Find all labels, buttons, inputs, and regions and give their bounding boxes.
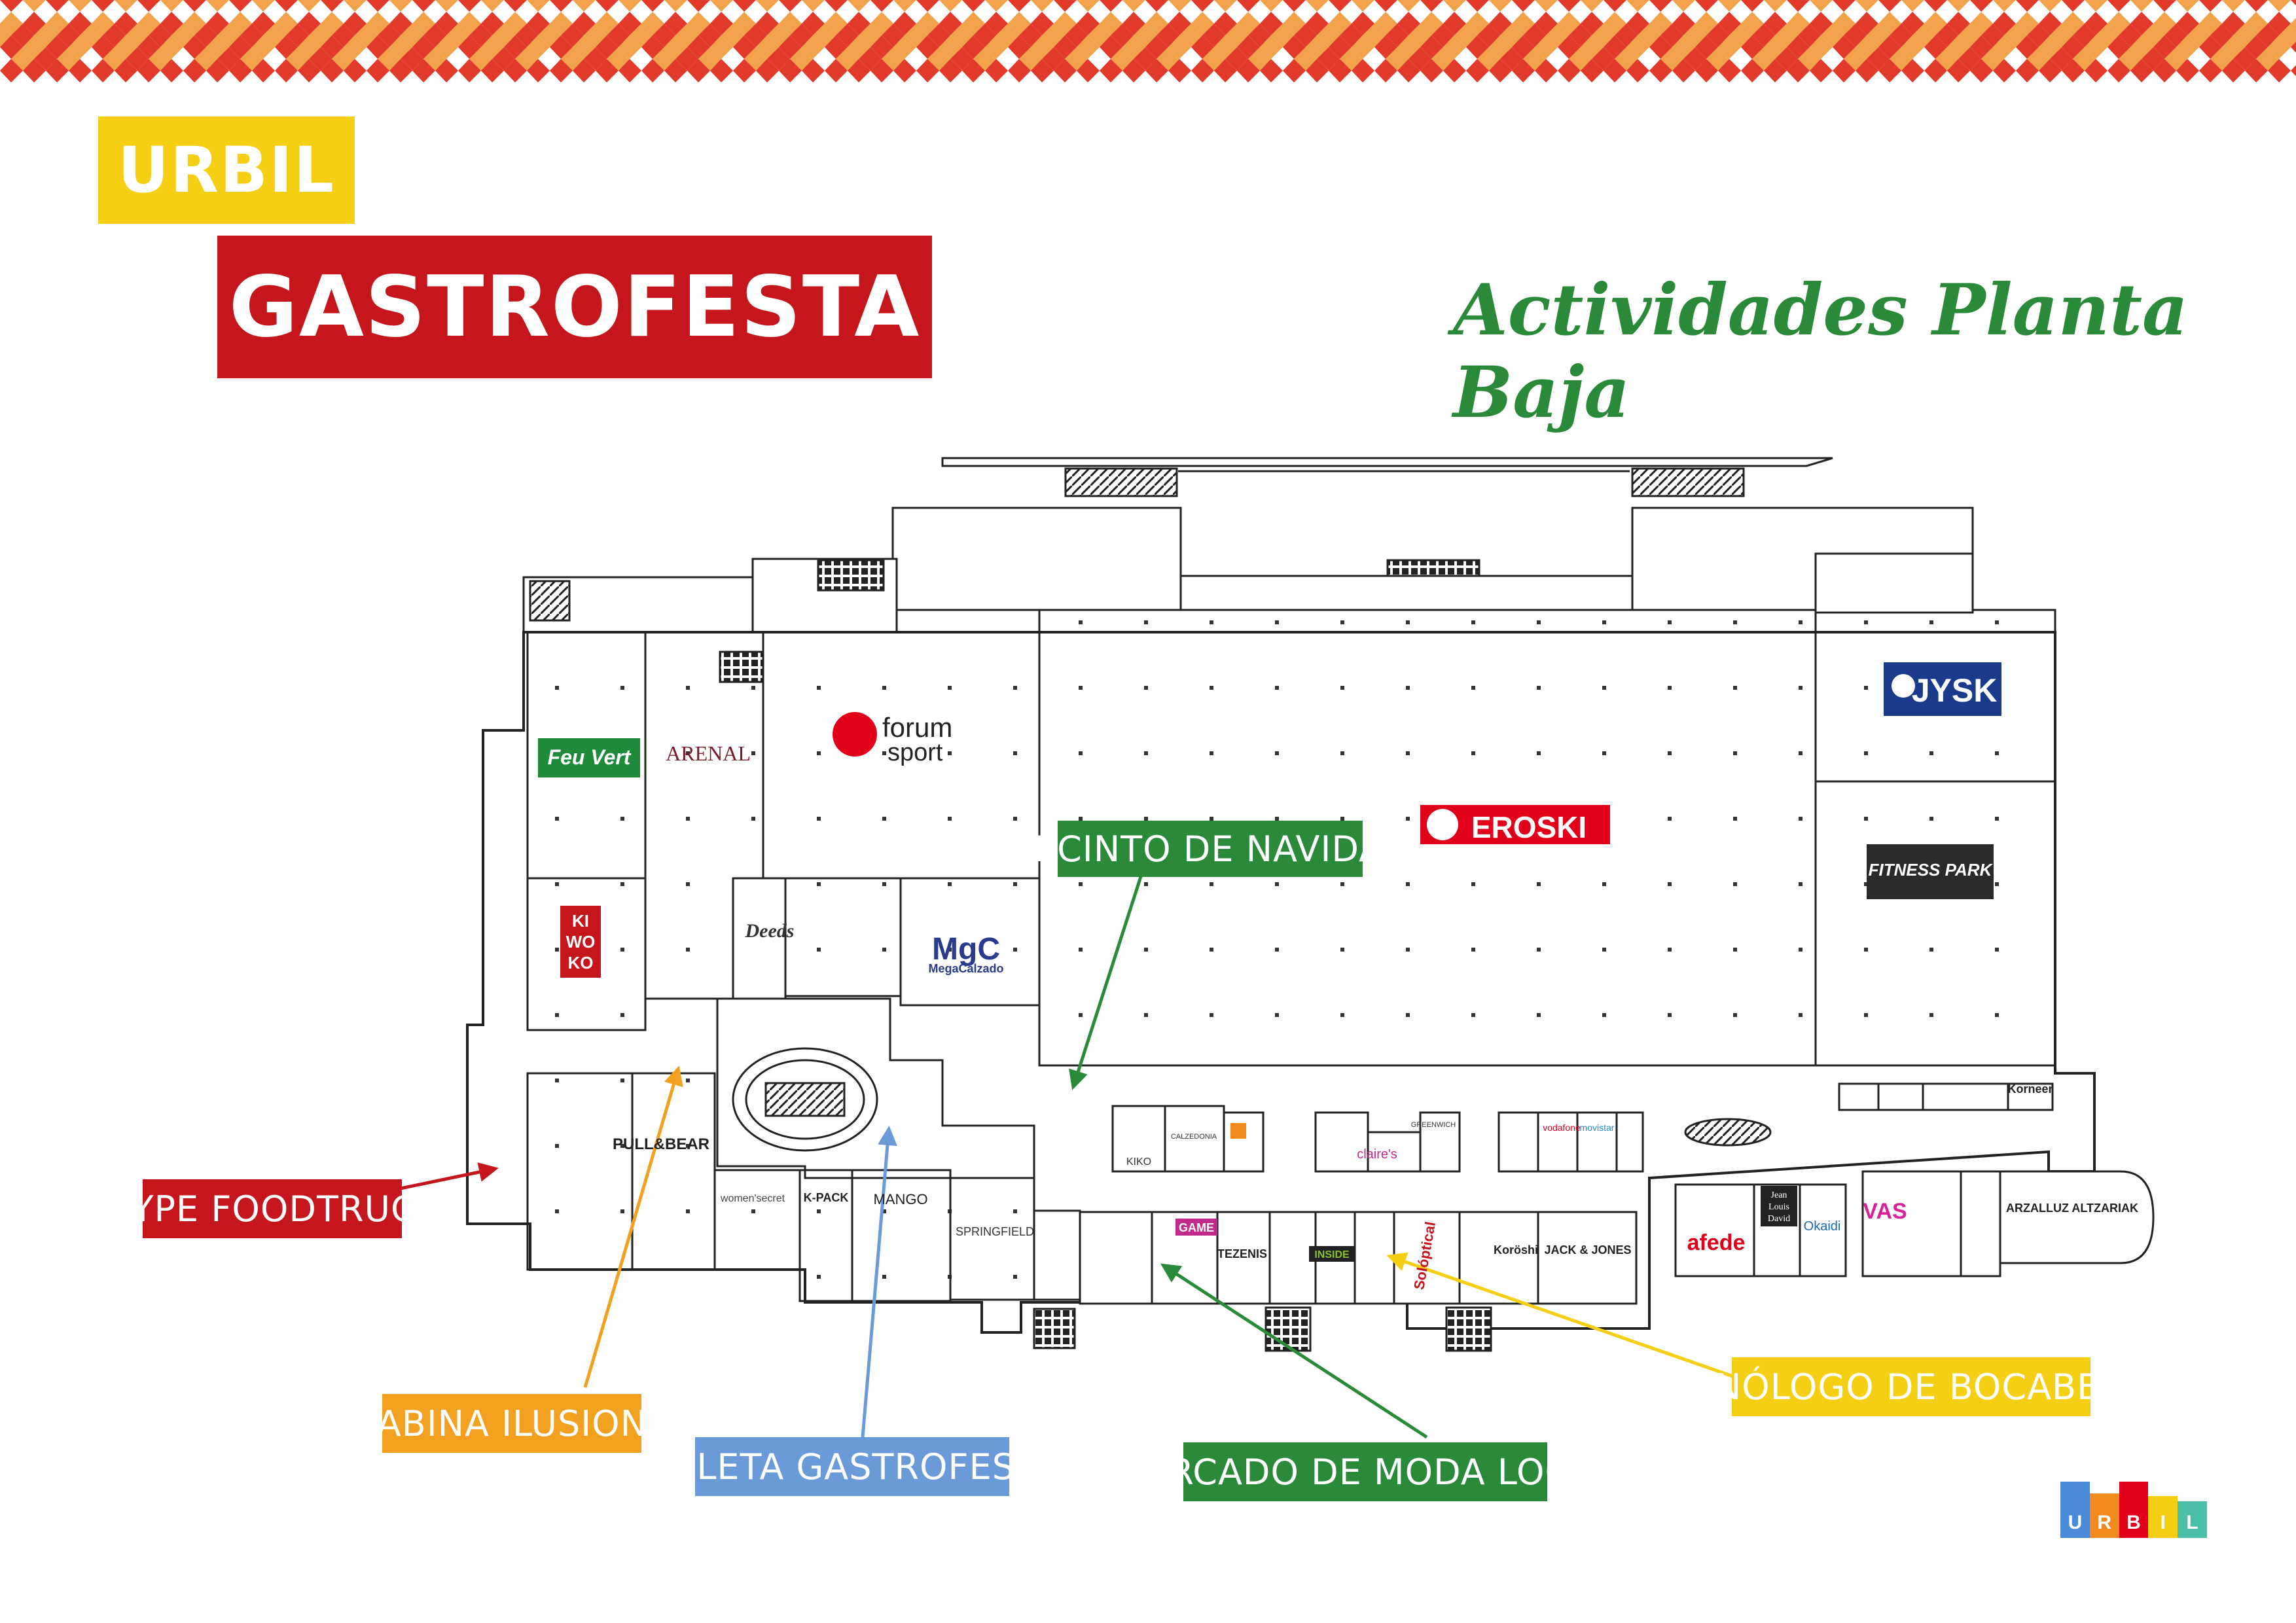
deeds-label: Deeds [745,920,795,942]
womensecret-label: women'secret [720,1193,785,1204]
logo-letter-b: B [2119,1482,2149,1538]
label-mercado: MERCADO DE MODA LOCAL [1115,1442,1615,1501]
label-ruleta: RULETA GASTROFESTA [645,1437,1059,1496]
jld-logo [1761,1186,1797,1226]
kpack-label: K-PACK [804,1191,849,1204]
brand-urbil-tag: URBIL [98,116,355,224]
label-recinto: RECINTO DE NAVIDAD [1009,821,1411,877]
mango-label: MANGO [873,1191,927,1207]
megacalzado-label-1: MgC [932,932,1000,967]
arenal-label: ARENAL [666,741,751,765]
eroski-icon [1427,809,1458,840]
label-hype: HYPE FOODTRUCK [105,1179,439,1238]
logo-letter-r: R [2089,1493,2119,1538]
forum-label-1: forum [882,712,952,743]
arrow-recinto [1069,870,1145,1090]
jld-label-2: Louis [1768,1202,1789,1212]
eroski-label: EROSKI [1471,810,1587,844]
kiwoko-logo [560,906,601,978]
game-label: GAME [1179,1221,1214,1234]
megacalzado-label-2: MegaCalzado [928,962,1003,975]
logo-letter-i: I [2148,1496,2178,1538]
kiwoko-label-3: KO [568,953,594,972]
jld-label-1: Jean [1771,1190,1787,1200]
arzalluz-label: ARZALLUZ ALTZARIAK [2006,1202,2138,1215]
greenwich-label: GREENWICH [1411,1121,1456,1129]
jysk-icon [1892,674,1915,698]
inside-label: INSIDE [1314,1249,1350,1260]
kiwoko-label-2: WO [566,932,596,952]
game-logo [1175,1219,1217,1236]
kiwoko-label-1: KI [572,911,589,931]
label-monologo: MONÓLOGO DE BOCABEATS [1655,1357,2166,1416]
fitness-label: FITNESS PARK [1869,860,1994,880]
arrow-cabina [583,1065,683,1388]
calzedonia-label: CALZEDONIA [1171,1133,1217,1141]
arrow-ruleta [861,1126,897,1438]
jackjones-label: JACK & JONES [1544,1243,1631,1257]
vodafone-label: vodafone [1543,1122,1581,1133]
fitness-logo [1867,844,1994,899]
orange-kiosk [1230,1123,1246,1139]
claires-label: claire's [1357,1147,1397,1162]
jysk-label: JYSK [1912,672,1998,709]
koroshi-label: Koröshi [1494,1243,1538,1257]
forum-label-2: sport [888,739,943,766]
korneer-label: Korneer [2007,1082,2053,1096]
forum-icon [833,712,877,757]
arrow-monologo [1386,1252,1739,1380]
brand-small-text: URBIL [118,134,335,207]
brand-main-text: GASTROFESTA [228,258,921,356]
building-outline [466,457,2155,1352]
feuvert-logo [538,738,640,777]
logo-letter-u: U [2060,1482,2090,1538]
afede-label: afede [1687,1230,1746,1255]
label-cabina: CABINA ILUSIONA [351,1394,672,1453]
inside-logo [1309,1246,1355,1262]
vas-label: VAS [1863,1199,1907,1224]
tezenis-label: TEZENIS [1217,1247,1267,1260]
jld-label-3: David [1768,1214,1790,1224]
okaidi-label: Okaidi [1804,1219,1841,1234]
decorative-border [0,0,2296,85]
urbil-footer-logo: U R B I L [2060,1482,2207,1538]
brand-gastrofesta-tag: GASTROFESTA [217,236,932,378]
kiko-label: KIKO [1126,1156,1151,1168]
pullbear-label: PULL&BEAR [613,1135,709,1153]
arrow-mercado [1160,1263,1428,1439]
arrow-hype [400,1162,499,1190]
feuvert-label: Feu Vert [548,745,632,769]
springfield-label: SPRINGFIELD [956,1225,1034,1238]
movistar-label: movistar [1580,1122,1615,1133]
logo-letter-l: L [2178,1501,2207,1538]
